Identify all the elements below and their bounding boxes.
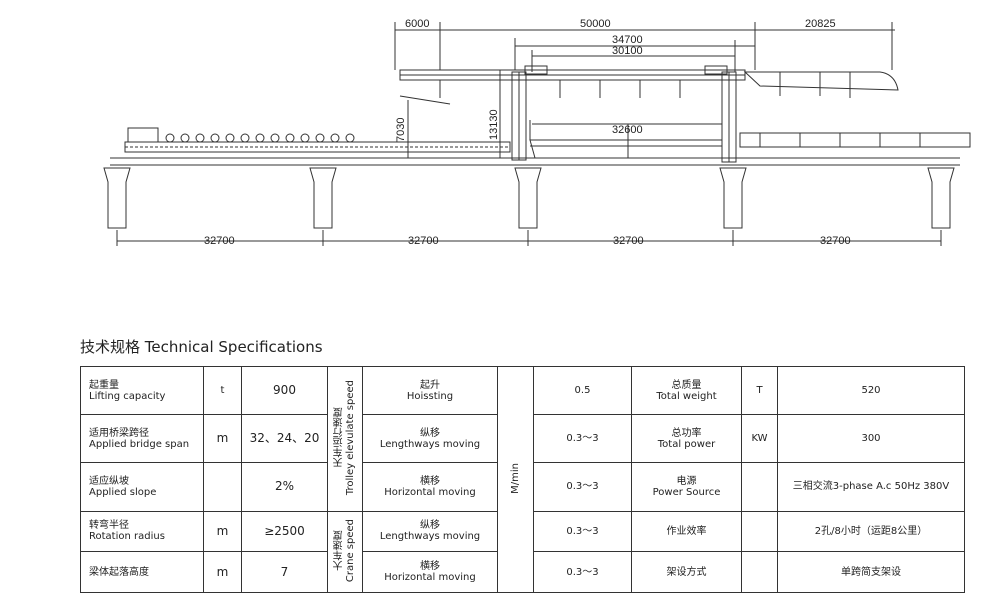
right-value: 单跨简支架设 — [777, 551, 965, 593]
crane-elevation-drawing: 6000 50000 20825 34700 30100 32600 7030 … — [103, 18, 971, 247]
front-trolley — [524, 65, 548, 75]
dim-top-right: 20825 — [805, 18, 836, 30]
spec-value: 900 — [241, 365, 328, 416]
spec-unit: m — [203, 510, 242, 553]
motion-speed: 0.3～3 — [533, 551, 632, 593]
spec-label: 梁体起落高度 — [80, 551, 204, 593]
dim-top-mid1: 34700 — [612, 34, 643, 46]
rear-platform — [739, 132, 971, 148]
right-unit: T — [741, 365, 778, 416]
right-unit — [741, 510, 778, 553]
right-value: 三相交流3-phase A.c 50Hz 380V — [777, 462, 965, 512]
speed-unit: M/min — [497, 366, 534, 593]
motion-speed: 0.5 — [533, 365, 632, 416]
rear-girder — [743, 71, 899, 91]
spec-unit: m — [203, 414, 242, 464]
right-label: 架设方式 — [631, 551, 742, 593]
spec-value: 32、24、20 — [241, 414, 328, 464]
right-value: 520 — [777, 365, 965, 416]
right-unit — [741, 462, 778, 512]
spec-value: ≥2500 — [241, 510, 328, 553]
motion-speed: 0.3～3 — [533, 462, 632, 512]
dim-bottom-4: 32700 — [820, 235, 851, 247]
piers — [103, 167, 955, 229]
dim-top-main: 50000 — [580, 18, 611, 30]
spec-value: 2% — [241, 462, 328, 512]
dim-inner-span: 32600 — [612, 124, 643, 136]
dim-bottom-2: 32700 — [408, 235, 439, 247]
dim-bottom-3: 32700 — [613, 235, 644, 247]
carrier-wheels — [165, 133, 355, 143]
dim-height-center: 13130 — [488, 109, 500, 140]
spec-value: 7 — [241, 551, 328, 593]
right-value: 2孔/8小时（运距8公里） — [777, 510, 965, 553]
motion-speed: 0.3～3 — [533, 414, 632, 464]
dim-top-mid2: 30100 — [612, 45, 643, 57]
spec-unit — [203, 462, 242, 512]
motion-speed: 0.3～3 — [533, 510, 632, 553]
spec-unit: m — [203, 551, 242, 593]
right-label: 作业效率 — [631, 510, 742, 553]
right-unit: KW — [741, 414, 778, 464]
hoisted-girder — [529, 139, 723, 159]
spec-unit: t — [203, 365, 242, 416]
right-unit — [741, 551, 778, 593]
dim-height-left: 7030 — [395, 118, 407, 142]
dim-top-left: 6000 — [405, 18, 429, 30]
rear-trolley — [704, 65, 728, 75]
dim-bottom-1: 32700 — [204, 235, 235, 247]
right-value: 300 — [777, 414, 965, 464]
specs-title: 技术规格 Technical Specifications — [80, 338, 323, 356]
